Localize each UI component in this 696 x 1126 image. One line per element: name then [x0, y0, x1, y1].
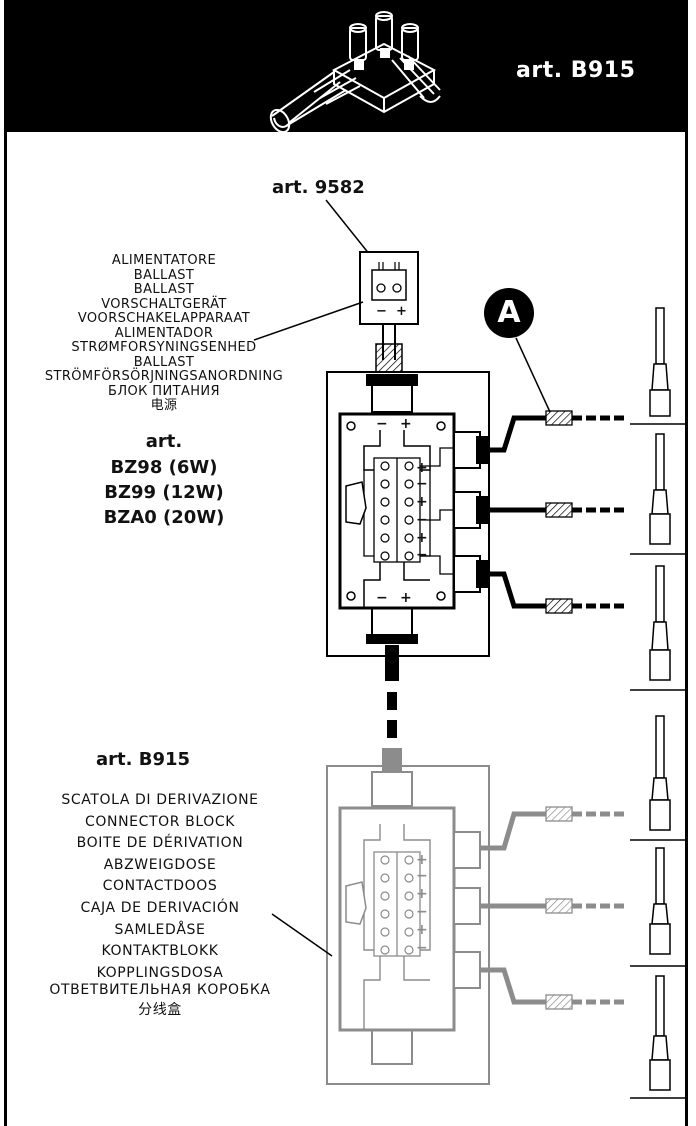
header-title: art. B915: [516, 58, 636, 83]
power-supply-label: BALLAST: [133, 267, 195, 283]
junction-box-main: [326, 371, 490, 657]
header-band: art. B915: [4, 0, 688, 132]
power-supply-label: STRØMFORSYNINGSENHED: [71, 340, 257, 355]
power-supply-art-label: art.: [145, 431, 183, 452]
quick-connectors-faded: [545, 806, 573, 1010]
ballast-component: [359, 251, 419, 325]
connector-block-label: CONTACTDOOS: [102, 878, 218, 895]
output-cables-faded: [480, 811, 626, 1005]
power-supply-code: BZA0 (20W): [103, 507, 225, 528]
faded-terminal-sign-plus: +: [416, 886, 428, 902]
power-supply-label: VOORSCHAKELAPPARAAT: [77, 311, 251, 326]
connector-block-title: art. B915: [96, 749, 191, 770]
power-supply-labels: ALIMENTATORE BALLAST BALLAST VORSCHALTGE…: [12, 253, 316, 414]
power-supply-code: BZ98 (6W): [110, 457, 218, 478]
ballast-leader-line: [325, 199, 371, 256]
connector-terminal-block-icon: [269, 11, 441, 132]
board-plus-sign: +: [400, 590, 412, 606]
connector-block-label: SAMLEDÅSE: [114, 921, 206, 938]
power-supply-label: BALLAST: [133, 354, 195, 370]
faded-terminal-sign-plus: +: [416, 852, 428, 868]
connector-block-leader-line: [271, 913, 333, 957]
power-supply-label: STRÖMFÖRSÖRJNINGSANORDNING: [44, 369, 284, 384]
power-supply-label: BALLAST: [133, 282, 195, 297]
page-frame: [4, 0, 688, 1126]
terminal-sign-plus: +: [416, 494, 428, 510]
junction-box-faded: [326, 748, 490, 1085]
quick-connectors-main: [545, 410, 573, 614]
power-supply-label: БЛОК ПИТАНИЯ: [108, 383, 220, 399]
power-supply-label: ALIMENTADOR: [114, 325, 214, 341]
connector-block-label: BOITE DE DÉRIVATION: [76, 835, 244, 852]
output-cables-main: [488, 415, 626, 609]
connector-block-labels: SCATOLA DI DERIVAZIONE CONNECTOR BLOCK B…: [20, 790, 300, 1022]
callout-badge-a: A: [484, 288, 534, 338]
faded-terminal-sign-minus: −: [416, 868, 428, 884]
terminal-sign-minus: −: [416, 476, 428, 492]
board-minus-sign: −: [376, 590, 388, 606]
callout-leader-line: [515, 337, 551, 413]
connector-block-label: SCATOLA DI DERIVAZIONE: [61, 792, 259, 808]
connector-block-label: ABZWEIGDOSE: [103, 856, 217, 873]
connector-block-label: ОТВЕТВИТЕЛЬНАЯ КОРОБКА: [49, 982, 271, 999]
terminal-sign-plus: +: [416, 460, 428, 476]
ballast-minus-sign: −: [376, 304, 387, 319]
connector-block-label: CONNECTOR BLOCK: [85, 813, 235, 830]
ballast-title: art. 9582: [272, 177, 365, 198]
faded-terminal-sign-plus: +: [416, 922, 428, 938]
board-plus-sign: +: [400, 416, 412, 432]
power-supply-code: BZ99 (12W): [104, 482, 224, 503]
faded-terminal-sign-minus: −: [416, 904, 428, 920]
board-minus-sign: −: [376, 416, 388, 432]
terminal-sign-plus: +: [416, 530, 428, 546]
connector-block-label: CAJA DE DERIVACIÓN: [80, 899, 240, 916]
power-supply-label: ALIMENTATORE: [111, 253, 217, 268]
lamp-posts: [630, 307, 688, 1099]
power-supply-label: VORSCHALTGERÄT: [101, 296, 227, 312]
power-supply-label: 电源: [150, 398, 178, 413]
connector-block-label: 分线盒: [138, 1001, 182, 1018]
connector-block-label: KOPPLINGSDOSA: [96, 964, 224, 981]
power-supply-codes: BZ98 (6W) BZ99 (12W) BZA0 (20W): [12, 455, 316, 530]
ballast-plus-sign: +: [396, 304, 407, 319]
faded-terminal-sign-minus: −: [416, 940, 428, 956]
terminal-sign-minus: −: [416, 547, 428, 563]
link-cable-dashed: [385, 645, 399, 738]
connector-block-label: KONTAKTBLOKK: [101, 943, 219, 960]
terminal-sign-minus: −: [416, 512, 428, 528]
power-supply-leader-line: [253, 301, 364, 341]
